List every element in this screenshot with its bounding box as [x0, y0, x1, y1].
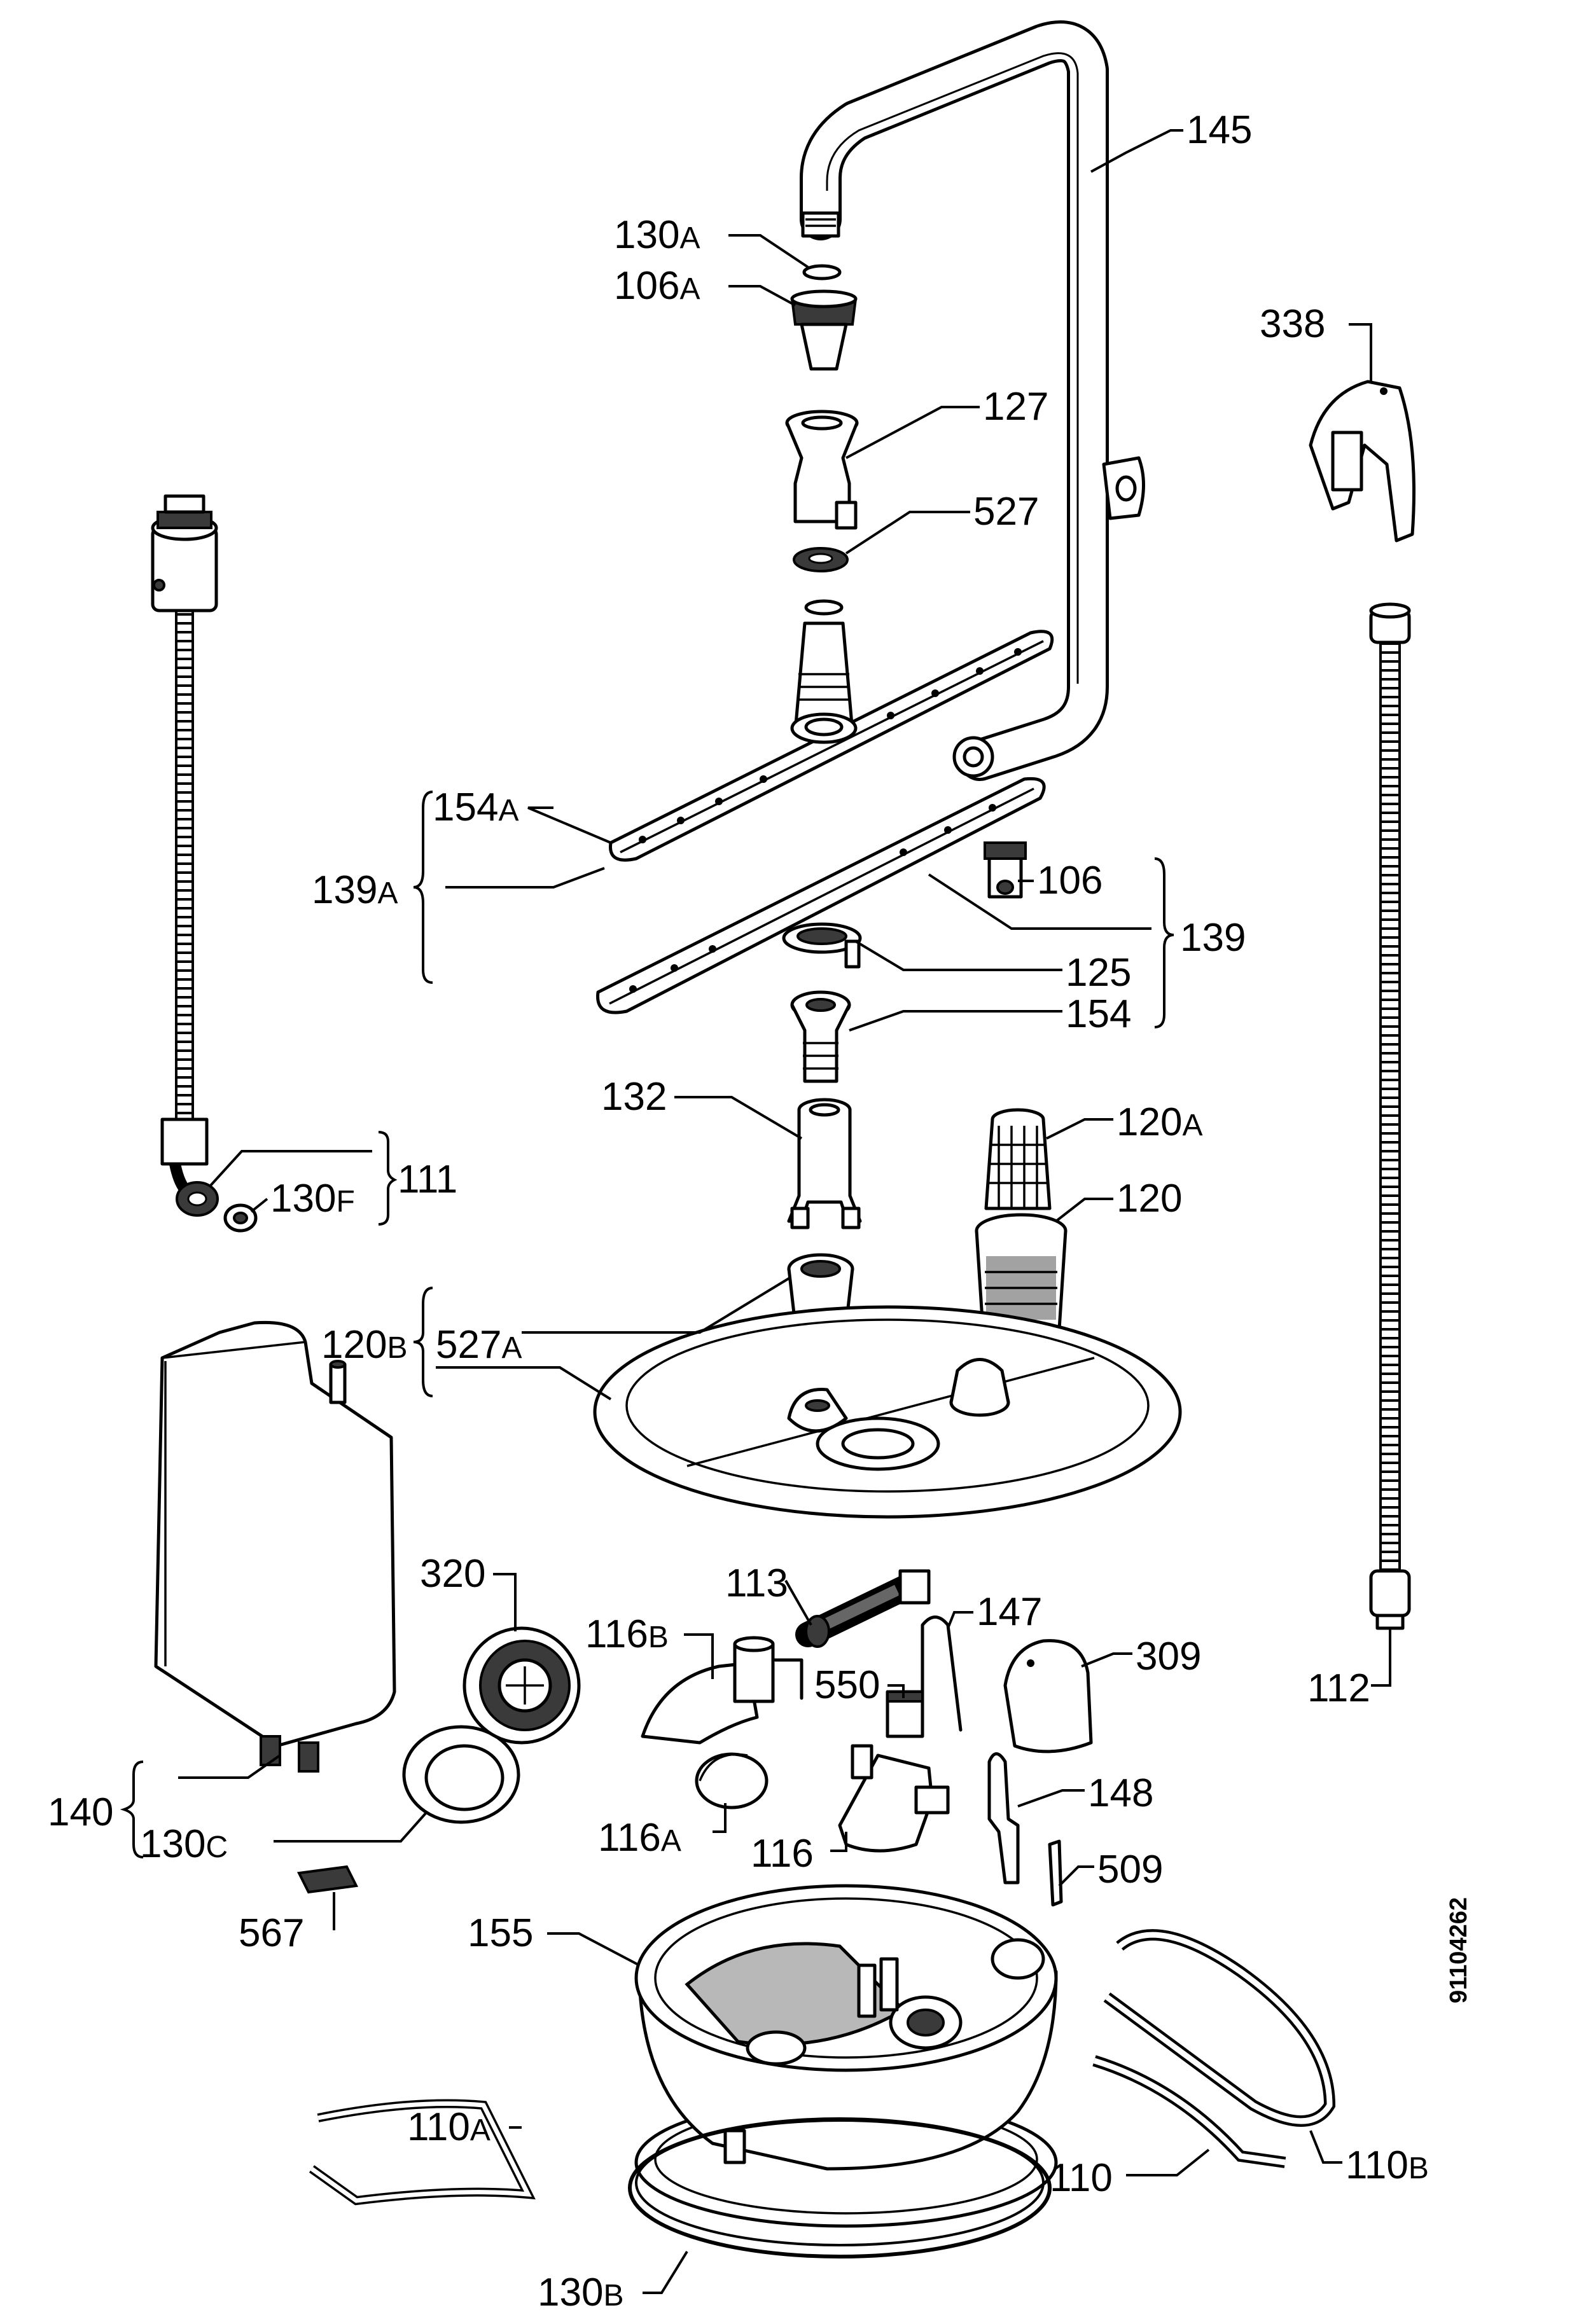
label-309: 309 — [1136, 1635, 1201, 1678]
label-145: 145 — [1186, 108, 1252, 152]
label-148: 148 — [1088, 1771, 1153, 1815]
part-106a-nut — [790, 289, 858, 371]
label-106: 106 — [1037, 859, 1103, 903]
label-125: 125 — [1066, 951, 1131, 995]
label-320: 320 — [420, 1552, 485, 1596]
part-116-valve — [838, 1744, 950, 1853]
label-110: 110 — [1050, 2156, 1113, 2200]
part-130c-seal — [402, 1725, 520, 1824]
label-116a: 116A — [598, 1816, 681, 1860]
leader-lines — [178, 129, 1391, 2294]
part-509-pin — [1048, 1839, 1063, 1907]
label-338: 338 — [1260, 302, 1325, 346]
part-155-sump — [634, 1884, 1058, 2228]
part-130b-gasket — [628, 2117, 1052, 2258]
part-110b-hose — [1103, 1929, 1336, 2127]
part-132-pipe — [787, 1098, 862, 1229]
label-111: 111 — [398, 1158, 457, 1201]
label-155: 155 — [468, 1911, 533, 1955]
part-147-bracket — [921, 1615, 963, 1732]
part-125-clamp — [782, 922, 862, 969]
document-number: 91104262 — [1445, 1897, 1472, 2003]
label-550: 550 — [814, 1663, 880, 1707]
part-127-bearing — [785, 410, 859, 530]
part-113-tube — [795, 1569, 931, 1648]
label-527a: 527A — [436, 1323, 522, 1367]
part-338-clip — [1309, 380, 1416, 543]
label-110b: 110B — [1346, 2143, 1429, 2187]
part-154-hub — [790, 990, 851, 1083]
part-106-clip — [984, 841, 1027, 899]
label-140: 140 — [48, 1790, 113, 1834]
part-567-clip — [296, 1865, 359, 1894]
label-130a: 130A — [614, 213, 700, 257]
part-139-lower-spray-arm — [596, 777, 1046, 1014]
label-130f: 130F — [270, 1177, 355, 1221]
part-154a-upper-spray-arm — [609, 599, 1054, 862]
label-154a: 154A — [433, 785, 518, 829]
part-527-ring — [793, 547, 849, 572]
label-116b: 116B — [585, 1612, 669, 1656]
part-550-block — [886, 1690, 924, 1738]
label-139a: 139A — [312, 868, 398, 912]
part-309-cap — [1003, 1639, 1093, 1753]
label-106a: 106A — [614, 264, 700, 308]
part-112-drain-hose — [1369, 602, 1411, 1630]
label-127: 127 — [983, 385, 1048, 429]
part-labels: 145 130A 106A 338 127 527 154A 139A 106 … — [48, 108, 1472, 2314]
group-braces — [120, 791, 1174, 1858]
label-120b: 120B — [321, 1323, 407, 1367]
label-139: 139 — [1180, 916, 1246, 960]
label-132: 132 — [601, 1075, 667, 1119]
part-320-cap — [463, 1626, 581, 1745]
label-120: 120 — [1116, 1177, 1182, 1221]
label-130c: 130C — [140, 1822, 228, 1866]
label-130b: 130B — [538, 2271, 623, 2314]
part-111-inlet-hose — [151, 494, 258, 1233]
label-147: 147 — [977, 1590, 1042, 1634]
label-527: 527 — [973, 490, 1039, 534]
label-113: 113 — [725, 1561, 788, 1605]
part-120b-filter-plate — [593, 1305, 1182, 1519]
part-527a-ring — [787, 1253, 854, 1315]
part-116a-valve — [695, 1752, 769, 1809]
label-154: 154 — [1066, 992, 1131, 1036]
part-120a-filter — [984, 1108, 1052, 1210]
part-145-supply-tube — [800, 20, 1145, 781]
label-116: 116 — [751, 1832, 814, 1876]
label-567: 567 — [239, 1911, 304, 1955]
part-140-water-softener — [154, 1320, 396, 1773]
part-116b-valve — [641, 1636, 803, 1745]
label-120a: 120A — [1116, 1100, 1202, 1144]
label-112: 112 — [1307, 1666, 1370, 1710]
part-148-lever — [987, 1752, 1020, 1885]
label-110a: 110A — [407, 2105, 490, 2149]
part-130a-o-ring — [802, 264, 842, 280]
label-509: 509 — [1097, 1848, 1163, 1892]
